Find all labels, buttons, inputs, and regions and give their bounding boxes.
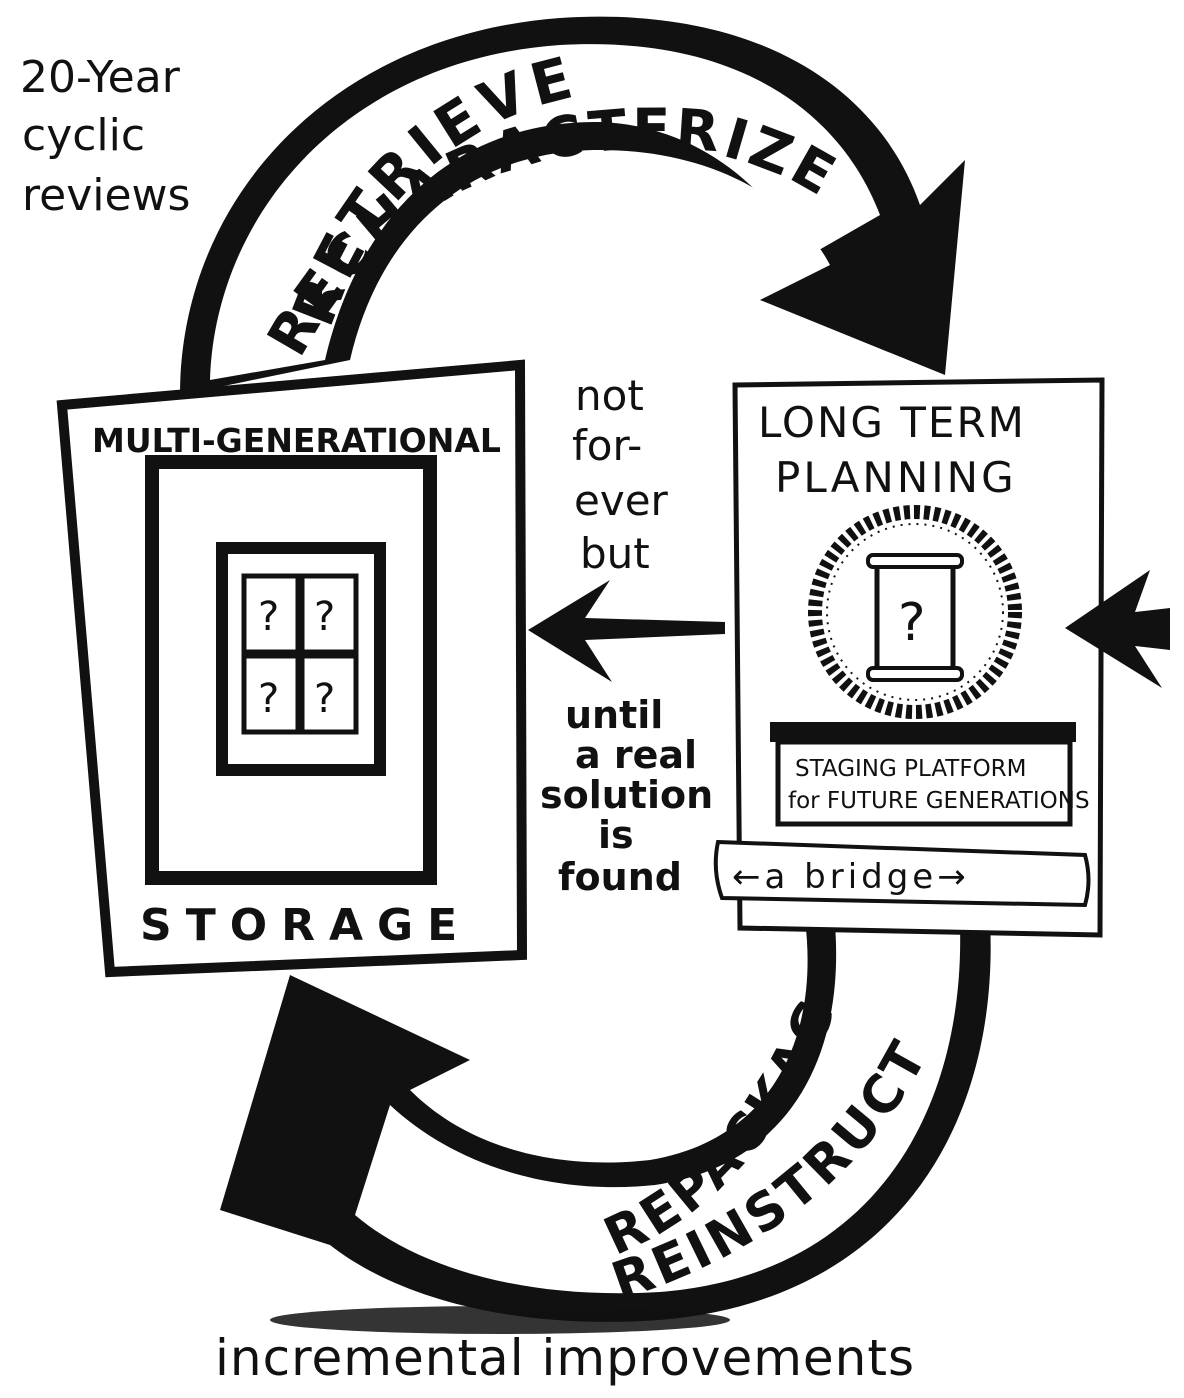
middle-note-line: is — [598, 813, 634, 857]
middle-note-line: a real — [575, 733, 697, 777]
staging-platform-line1: STAGING PLATFORM — [795, 756, 1027, 782]
storage-top-label: MULTI-GENERATIONAL — [92, 421, 501, 460]
planning-title-line2: PLANNING — [775, 453, 1017, 502]
corner-note-line1: 20-Year — [20, 52, 181, 103]
footer-caption: incremental improvements — [215, 1329, 915, 1387]
storage-cell-3 — [241, 653, 301, 735]
middle-note-line: solution — [540, 773, 713, 817]
storage-bottom-label: STORAGE — [140, 900, 471, 951]
left-pointing-arrow-icon — [528, 580, 725, 682]
question-mark-icon: ? — [314, 676, 335, 722]
storage-box: MULTI-GENERATIONAL ? ? ? ? STORAGE — [56, 359, 528, 978]
incoming-arrow-icon — [1065, 570, 1170, 688]
planning-board: LONG TERM PLANNING ? STAGING PLATFORM fo… — [713, 377, 1105, 938]
middle-note-line: not — [575, 371, 644, 420]
staging-platform-line2: for FUTURE GENERATIONS — [788, 788, 1090, 814]
bottom-arrow-inner-band — [355, 925, 961, 1294]
corner-note: 20-Year cyclic reviews — [20, 52, 190, 221]
corner-note-line3: reviews — [22, 170, 190, 221]
staging-platform-bar — [770, 722, 1076, 742]
middle-note-line: found — [558, 855, 682, 899]
bridge-label: ←a bridge→ — [732, 857, 970, 897]
staging-platform-box — [775, 739, 1073, 827]
bridge-banner — [713, 839, 1091, 908]
middle-note-line: but — [580, 529, 650, 578]
bottom-cycle-arrow — [220, 920, 991, 1334]
planning-title-line1: LONG TERM — [758, 398, 1026, 447]
top-arrow-inner-band — [210, 44, 880, 381]
middle-note-line: until — [565, 693, 663, 737]
storage-cell-1 — [241, 573, 301, 655]
middle-note-bottom: until a real solution is found — [540, 693, 713, 899]
ground-shadow — [270, 1306, 730, 1334]
question-mark-icon: ? — [258, 676, 279, 722]
scroll-icon: ? — [866, 553, 964, 682]
question-mark-icon: ? — [898, 593, 926, 653]
middle-note-line: for- — [572, 421, 642, 470]
planning-wreath — [808, 505, 1022, 719]
question-mark-icon: ? — [258, 594, 279, 640]
middle-note-line: ever — [574, 476, 669, 525]
top-cycle-arrow — [180, 16, 965, 396]
storage-cells-grid: ? ? ? ? — [241, 573, 359, 735]
storage-cell-2 — [299, 573, 359, 655]
storage-cell-4 — [299, 653, 359, 735]
corner-note-line2: cyclic — [22, 110, 145, 161]
middle-note-top: not for- ever but — [572, 371, 669, 578]
question-mark-icon: ? — [314, 594, 335, 640]
